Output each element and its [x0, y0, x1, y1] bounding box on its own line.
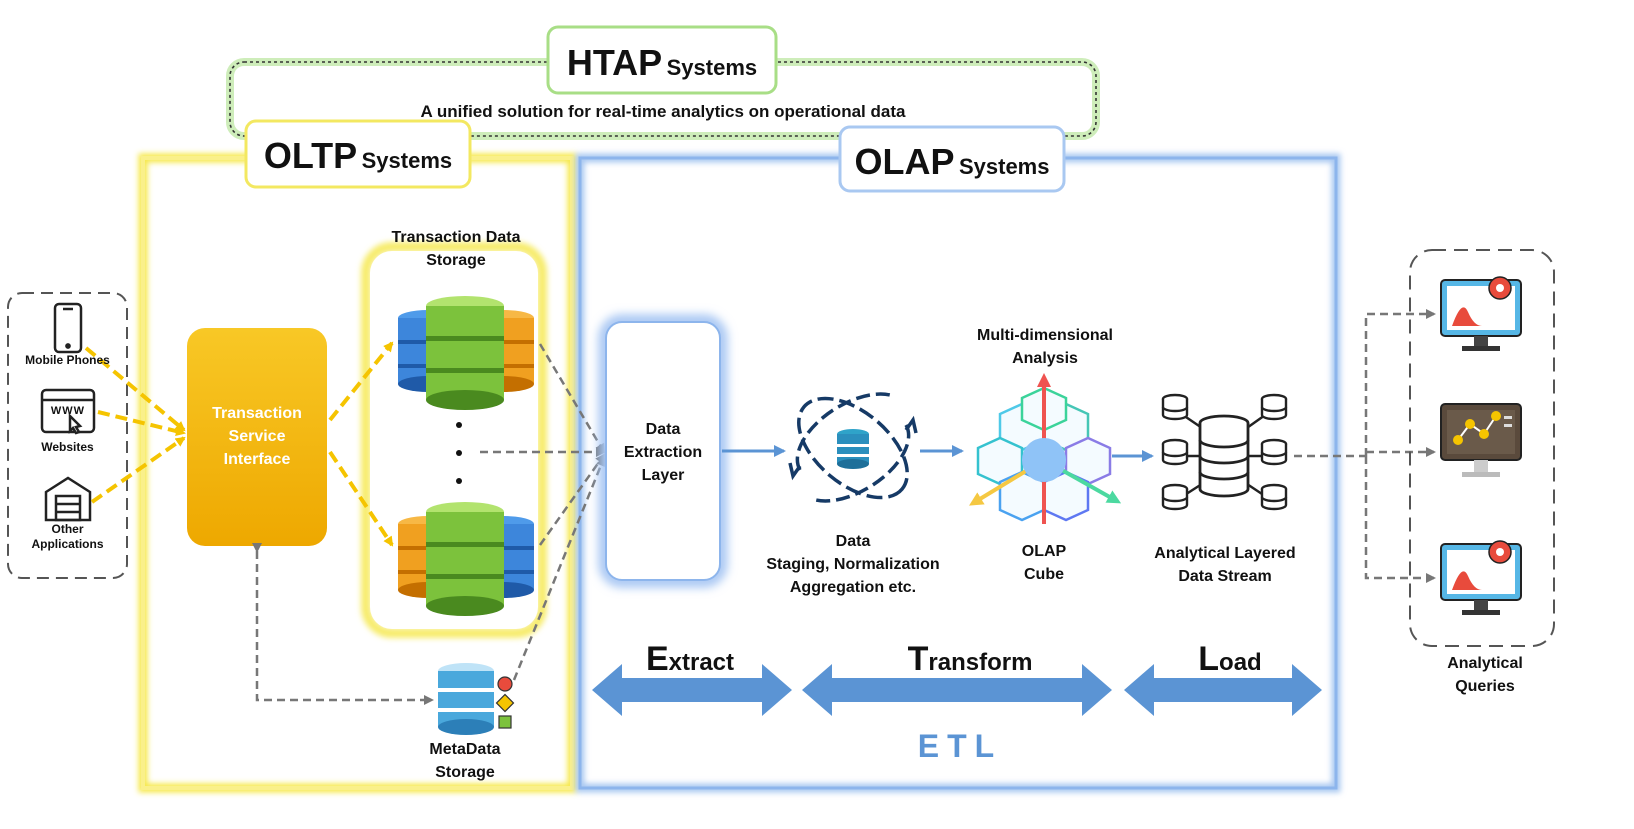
htap-title-box [546, 25, 778, 95]
olap-flow-arrows [722, 445, 1154, 462]
metadata-storage-icon [438, 663, 515, 735]
extract-arrow [592, 664, 792, 716]
queries-container [1409, 249, 1555, 647]
tsi-to-storage-arrows [328, 341, 394, 547]
load-label: Load [1198, 640, 1262, 678]
olap-cube-icon [969, 373, 1122, 524]
oltp-title: OLTP Systems [263, 135, 453, 176]
transform-arrow [802, 664, 1112, 716]
query-monitor-icon-top [1440, 276, 1522, 351]
websites-label: Websites [41, 440, 94, 454]
load-arrow [1124, 664, 1322, 716]
website-icon [40, 388, 96, 435]
mobile-phone-icon [53, 302, 83, 354]
transaction-service-interface-box [187, 328, 327, 546]
htap-subtitle: A unified solution for real-time analyti… [420, 102, 906, 121]
extract-label: Extract [645, 640, 735, 678]
olap-title: OLAP Systems [854, 141, 1050, 182]
more-databases-dots [456, 422, 462, 484]
database-icon-top [398, 296, 534, 410]
source-to-tsi-arrows [84, 346, 186, 504]
website-glyph: WWW [50, 405, 86, 417]
htap-title: HTAP Systems [566, 42, 758, 83]
storage-to-extraction-links [480, 343, 606, 681]
sources-container [7, 292, 128, 579]
query-monitor-icon-bottom [1440, 540, 1522, 615]
etl-caption: ETL [917, 728, 1003, 764]
other-applications-icon [44, 476, 92, 522]
tsi-metadata-link [252, 543, 434, 705]
oltp-title-box [244, 119, 472, 189]
transform-label: Transform [907, 640, 1033, 678]
query-monitor-icon-middle [1440, 403, 1522, 477]
data-staging-icon [788, 392, 918, 503]
mobile-phones-label: Mobile Phones [25, 353, 110, 367]
data-extraction-layer-box [599, 315, 727, 587]
olap-title-box [838, 125, 1066, 193]
etl-arrows [592, 664, 1322, 716]
stream-to-queries-links [1294, 309, 1436, 583]
analytical-data-stream-icon [1161, 393, 1288, 511]
